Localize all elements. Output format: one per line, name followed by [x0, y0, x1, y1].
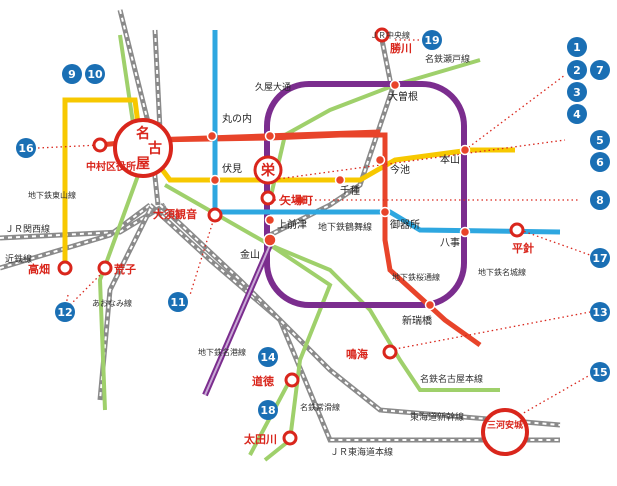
highlight-stations [57, 27, 525, 446]
badge-2 [567, 60, 587, 80]
badge-number-16: 16 [18, 142, 34, 155]
badge-15 [590, 362, 610, 382]
badge-5 [590, 130, 610, 150]
badge-16 [16, 138, 36, 158]
kintetsu-label: 近鉄線 [5, 253, 32, 265]
badge-10 [85, 64, 105, 84]
badge-number-14: 14 [260, 351, 276, 364]
badge-number-6: 6 [596, 156, 604, 169]
ozone-label: 大曽根 [388, 90, 418, 103]
badge-number-7: 7 [596, 64, 604, 77]
kanayama-label: 金山 [240, 248, 260, 261]
tokoname-label: 名鉄常滑線 [300, 402, 340, 412]
aratamabashi-label: 新瑞橋 [402, 314, 432, 327]
imaike-label: 今池 [390, 163, 410, 176]
higashiyama-label: 地下鉄東山線 [28, 190, 76, 200]
hirabari-label: 平針 [512, 241, 534, 255]
gokiso-label: 御器所 [390, 218, 420, 231]
badge-11 [168, 292, 188, 312]
badge-number-13: 13 [592, 306, 607, 319]
badge-number-5: 5 [596, 134, 604, 147]
otagawa-label: 太田川 [243, 432, 277, 446]
badge-number-2: 2 [573, 64, 581, 77]
meitetsu-seto-label: 名鉄瀬戸線 [425, 53, 470, 65]
shinkansen-label: 東海道新幹線 [410, 411, 464, 423]
badge-number-11: 11 [170, 296, 185, 309]
anjo-station: 三河安城 [481, 408, 529, 456]
sakae-label: 栄 [260, 162, 276, 179]
badge-number-10: 10 [87, 68, 103, 81]
badge-6 [590, 152, 610, 172]
badge-number-1: 1 [573, 41, 581, 54]
arako-label: 荒子 [113, 262, 136, 276]
tokaido-line [148, 203, 560, 443]
badge-number-12: 12 [57, 306, 72, 319]
fushimi-label: 伏見 [222, 162, 242, 175]
kansai-label: ＪＲ関西線 [5, 223, 50, 235]
chikusa-label: 千種 [340, 184, 360, 197]
hisaya-label: 久屋大通 [255, 81, 291, 93]
badge-19 [422, 30, 442, 50]
badge-number-9: 9 [68, 68, 76, 81]
badge-number-8: 8 [596, 194, 604, 207]
tsurumai-label: 地下鉄鶴舞線 [318, 221, 372, 233]
badge-7 [590, 60, 610, 80]
takabata-label: 高畑 [28, 262, 50, 276]
kachigawa-label: 勝川 [390, 41, 412, 55]
badge-14 [258, 347, 278, 367]
badge-18 [258, 400, 278, 420]
badge-number-15: 15 [592, 366, 607, 379]
nagoya-label: 名古屋 [136, 125, 162, 172]
nakamura-label: 中村区役所 [86, 160, 136, 173]
badge-17 [590, 248, 610, 268]
jr-chuo-line [268, 29, 395, 238]
badge-9 [62, 64, 82, 84]
meitetsu-nagoya-label: 名鉄名古屋本線 [420, 373, 483, 385]
badge-3 [567, 82, 587, 102]
kamimaezu-label: 上前津 [277, 218, 307, 231]
badge-number-4: 4 [573, 108, 581, 121]
badge-number-18: 18 [260, 404, 275, 417]
leader-lines [37, 39, 591, 416]
jr-chuo-label: ＪＲ中央線 [370, 30, 410, 40]
osu-label: 大須観音 [153, 207, 197, 221]
kintetsu-line [0, 203, 152, 271]
yabacho-label: 矢場町 [280, 193, 313, 207]
badge-8 [590, 190, 610, 210]
dotoku-label: 道徳 [252, 374, 274, 388]
narumi-label: 鳴海 [346, 347, 368, 361]
yagoto-label: 八事 [440, 236, 460, 249]
motoyama-label: 本山 [440, 153, 460, 166]
sakae-station: 栄 [253, 155, 283, 185]
badge-number-17: 17 [592, 252, 607, 265]
meitetsu-seto-line [268, 58, 481, 201]
badge-number-3: 3 [573, 86, 581, 99]
anjo-label: 三河安城 [487, 419, 523, 431]
meijo-label: 地下鉄名城線 [478, 267, 526, 277]
aonami-label: あおなみ線 [92, 298, 132, 308]
marunouchi-label: 丸の内 [222, 112, 252, 125]
tokaido-label: ＪＲ東海道本線 [330, 446, 393, 458]
shinkansen-line [158, 203, 561, 428]
sakuradori-label: 地下鉄桜通線 [392, 272, 440, 282]
badge-number-19: 19 [424, 34, 439, 47]
badge-13 [590, 302, 610, 322]
nagoya-station: 名古屋 [113, 118, 173, 178]
badge-1 [567, 37, 587, 57]
meitetsu-tokoname-line [263, 243, 333, 462]
meiko-label: 地下鉄名港線 [198, 347, 246, 357]
badge-12 [55, 302, 75, 322]
station-markers [206, 79, 471, 311]
badge-4 [567, 104, 587, 124]
